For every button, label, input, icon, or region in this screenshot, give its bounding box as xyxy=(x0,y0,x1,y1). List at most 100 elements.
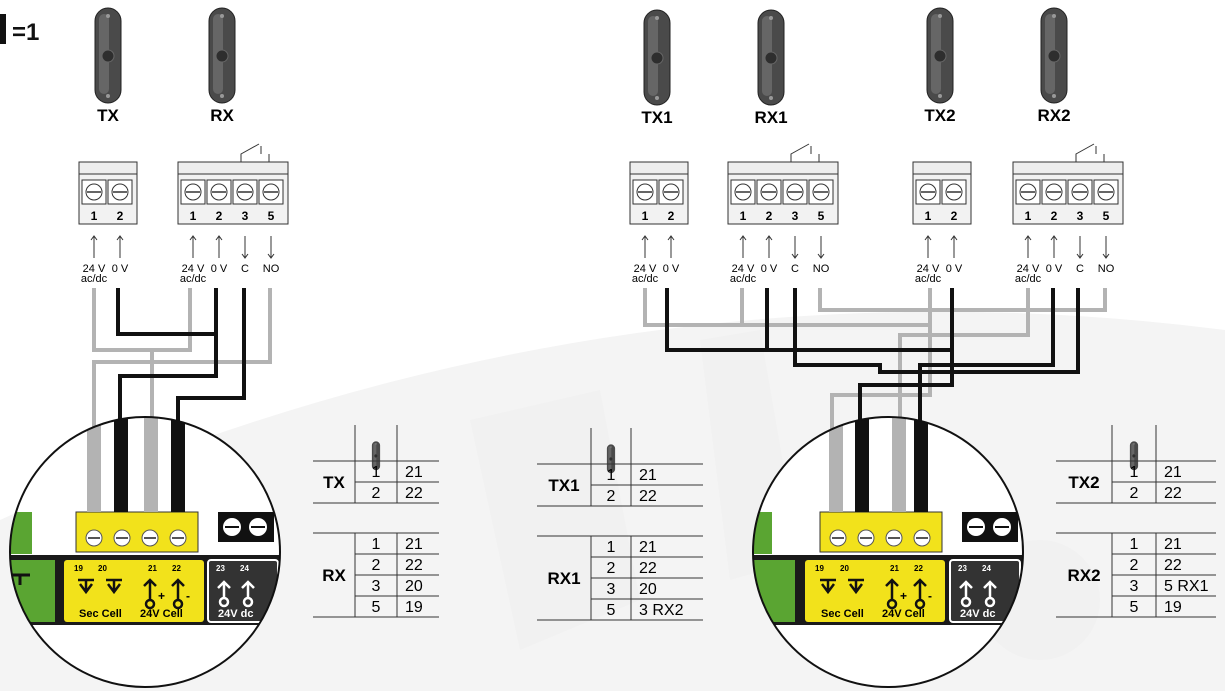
table-cell-terminal: 5 xyxy=(1130,599,1139,616)
svg-text:21: 21 xyxy=(148,564,157,573)
signal-sublabel: ac/dc xyxy=(180,273,207,285)
table-cell-board: 21 xyxy=(1164,464,1182,481)
24v-dc-label: 24V dc xyxy=(218,608,253,620)
table-cell-terminal: 1 xyxy=(607,467,616,484)
header-logo: =1 xyxy=(0,14,39,46)
signal-arrow-icon xyxy=(641,235,649,258)
signal-arrow-icon xyxy=(739,235,747,258)
signal-label: NO xyxy=(813,263,830,275)
signal-arrow-icon xyxy=(950,235,958,258)
signal-label: 0 V xyxy=(211,263,228,275)
signal-label: 24 V xyxy=(1017,263,1040,275)
table-cell-terminal: 1 xyxy=(372,536,381,553)
signal-arrow-icon xyxy=(116,235,124,258)
signal-arrow-icon xyxy=(765,235,773,258)
table-cell-board: 21 xyxy=(405,464,423,481)
table-group-label: TX1 xyxy=(548,476,579,495)
signal-arrow-icon xyxy=(1076,236,1084,259)
signal-label: NO xyxy=(263,263,280,275)
svg-text:22: 22 xyxy=(172,564,181,573)
table-cell-terminal: 3 xyxy=(1130,578,1139,595)
svg-text:23: 23 xyxy=(958,564,967,573)
terminal-number: 5 xyxy=(268,209,275,223)
table-cell-board: 5 RX1 xyxy=(1164,578,1209,595)
signal-label: 0 V xyxy=(663,263,680,275)
signal-label: 24 V xyxy=(83,263,106,275)
table-cell-terminal: 2 xyxy=(1130,485,1139,502)
terminal-number: 3 xyxy=(1077,209,1084,223)
signal-label: 0 V xyxy=(761,263,778,275)
signal-arrow-icon xyxy=(924,235,932,258)
signal-arrow-icon xyxy=(817,236,825,259)
table-cell-terminal: 5 xyxy=(607,602,616,619)
terminal-number: 2 xyxy=(117,209,124,223)
device-label: TX xyxy=(97,106,119,125)
table-cell-terminal: 2 xyxy=(372,485,381,502)
terminal-number: 2 xyxy=(668,209,675,223)
terminal-number: 1 xyxy=(925,209,932,223)
table-cell-terminal: 2 xyxy=(607,560,616,577)
table-cell-terminal: 1 xyxy=(1130,536,1139,553)
signal-sublabel: ac/dc xyxy=(730,273,757,285)
table-cell-board: 21 xyxy=(405,536,423,553)
signal-arrow-icon xyxy=(189,235,197,258)
signal-arrow-icon xyxy=(267,236,275,259)
signal-label: 0 V xyxy=(1046,263,1063,275)
table-cell-terminal: 3 xyxy=(607,581,616,598)
signal-sublabel: ac/dc xyxy=(632,273,659,285)
svg-text:-: - xyxy=(186,589,190,603)
terminal-number: 1 xyxy=(1025,209,1032,223)
terminal-number: 2 xyxy=(951,209,958,223)
terminal-number: 2 xyxy=(216,209,223,223)
table-cell-terminal: 5 xyxy=(372,599,381,616)
photocell-rx-icon xyxy=(208,7,236,104)
table-cell-terminal: 2 xyxy=(1130,557,1139,574)
svg-text:23: 23 xyxy=(216,564,225,573)
signal-label: C xyxy=(791,263,799,275)
signal-label: 0 V xyxy=(946,263,963,275)
table-cell-terminal: 1 xyxy=(1130,464,1139,481)
table-cell-board: 20 xyxy=(639,581,657,598)
signal-label: 24 V xyxy=(182,263,205,275)
table-cell-board: 21 xyxy=(639,539,657,556)
signal-arrow-icon xyxy=(215,235,223,258)
table-cell-terminal: 1 xyxy=(607,539,616,556)
photocell-tx-icon xyxy=(94,7,122,104)
table-cell-board: 21 xyxy=(639,467,657,484)
terminal-number: 5 xyxy=(1103,209,1110,223)
table-cell-board: 22 xyxy=(1164,485,1182,502)
24v-dc-label-right: 24V dc xyxy=(960,608,995,620)
24v-cell-label: 24V Cell xyxy=(140,608,183,620)
signal-arrow-icon xyxy=(1050,235,1058,258)
signal-label: C xyxy=(241,263,249,275)
table-cell-board: 22 xyxy=(1164,557,1182,574)
terminal-number: 1 xyxy=(642,209,649,223)
svg-text:19: 19 xyxy=(74,564,83,573)
photocell-rx2-icon xyxy=(1040,7,1068,104)
signal-label: C xyxy=(1076,263,1084,275)
signal-label: 0 V xyxy=(112,263,129,275)
table-group-label: RX2 xyxy=(1067,566,1100,585)
header-label: =1 xyxy=(12,19,39,46)
signal-arrow-icon xyxy=(241,236,249,259)
signal-label: 24 V xyxy=(917,263,940,275)
table-group-label: RX1 xyxy=(547,569,580,588)
svg-text:19: 19 xyxy=(815,564,824,573)
left-control-board-lens: 8 19 20 21 22 23 24 + - Sec Cell 24V Cel… xyxy=(9,416,281,688)
table-group-label: TX2 xyxy=(1068,473,1099,492)
sec-cell-label: Sec Cell xyxy=(79,608,122,620)
table-cell-board: 20 xyxy=(405,578,423,595)
photocell-tx2-icon xyxy=(926,7,954,104)
terminal-number: 2 xyxy=(1051,209,1058,223)
table-cell-board: 3 RX2 xyxy=(639,602,684,619)
